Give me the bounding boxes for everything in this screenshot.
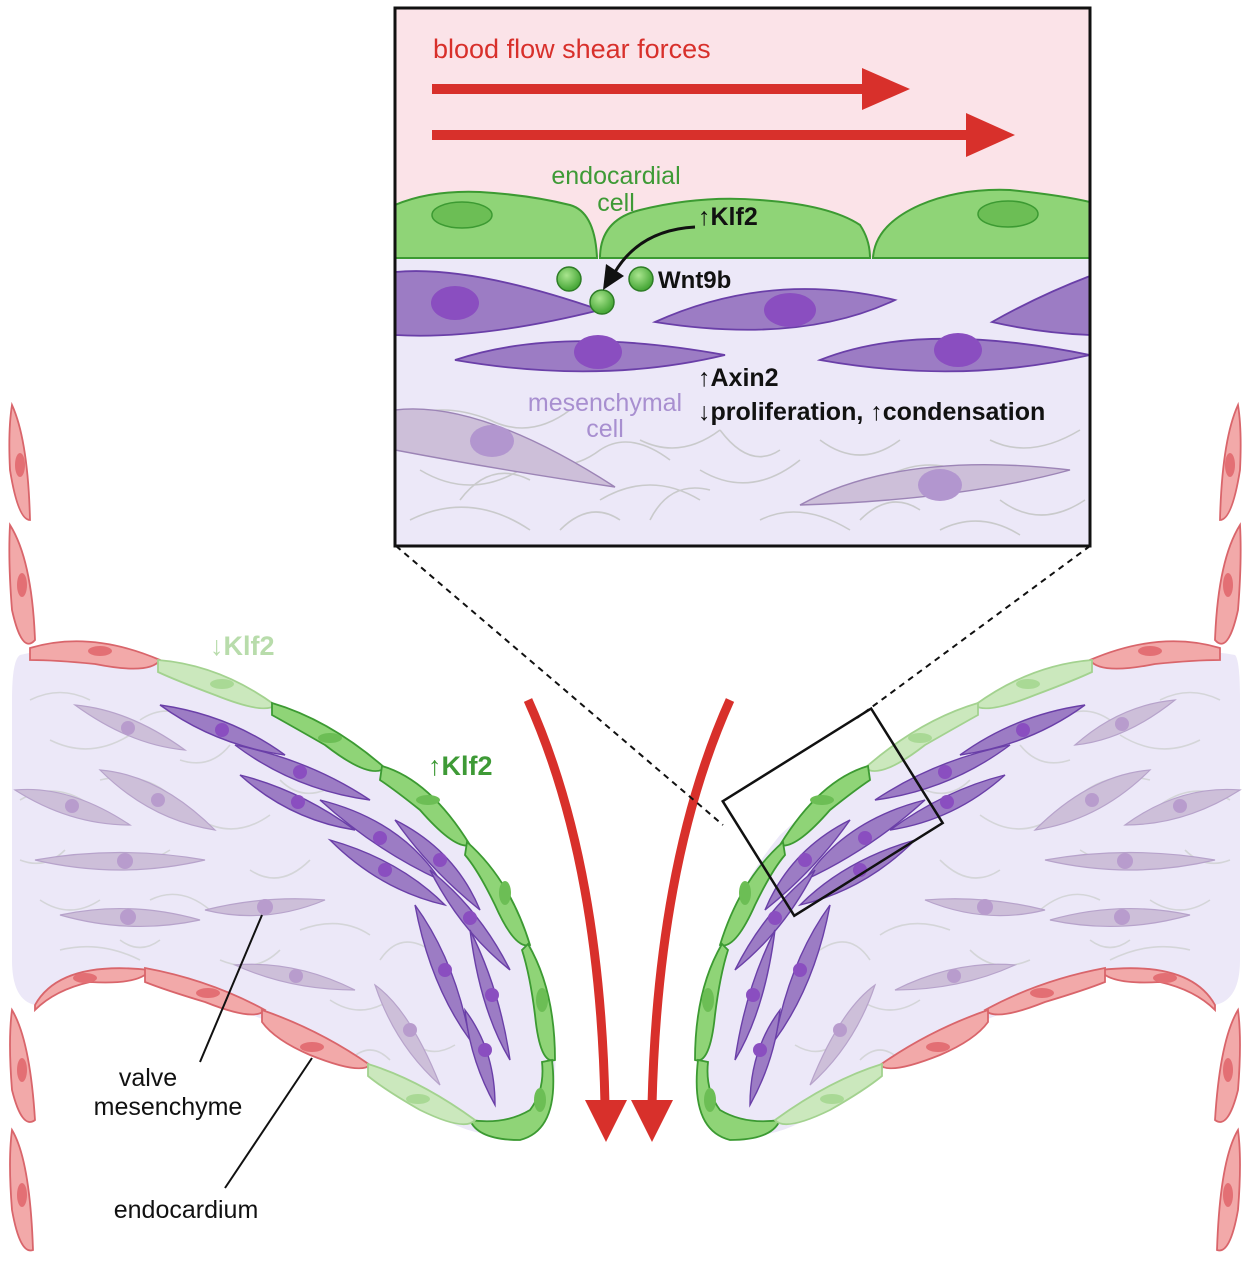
endocardium-right-bottom (773, 966, 1216, 1126)
endocardium-left-top (29, 640, 556, 1141)
valve-mesenchyme-pointer (199, 914, 263, 1063)
mesenchymal-cell-label-1: mesenchymal (528, 389, 682, 417)
klf2-down-label: ↓Klf2 (210, 631, 275, 661)
inset-panel: blood flow shear forces endocardial cell… (393, 6, 1092, 548)
secretion-arrowhead (603, 264, 624, 290)
blood-flow-arrows-valve (523, 698, 735, 1142)
endocardium-right-wall (1214, 401, 1242, 1252)
endocardium-left-bottom (34, 966, 477, 1126)
right-valve-tissue (699, 651, 1240, 1136)
proliferation-condensation-label: ↓proliferation, ↑condensation (698, 398, 1045, 426)
faded-mesenchymal-cells-right (809, 699, 1242, 1086)
axin2-label: ↑Axin2 (698, 364, 779, 392)
endocardium-label: endocardium (114, 1196, 259, 1224)
valve-mesenchyme-label-2: mesenchyme (94, 1093, 243, 1121)
condensed-mesenchymal-cells-right (734, 704, 1086, 1108)
endocardial-cell-label-2: cell (597, 189, 635, 217)
klf2-up-inset-label: ↑Klf2 (698, 203, 758, 231)
shear-force-label: blood flow shear forces (433, 34, 711, 64)
endocardium-left-wall (8, 401, 36, 1252)
zoom-indicator (395, 545, 1091, 918)
faded-mesenchymal-cells-left (13, 704, 441, 1086)
left-valve-tissue (12, 648, 556, 1136)
valve-mesenchyme-label-1: valve (119, 1064, 177, 1092)
shear-force-arrows (432, 68, 1015, 157)
wnt9b-spheres (556, 266, 654, 315)
condensed-mesenchymal-cells-left (159, 704, 511, 1108)
endocardial-cell-label-1: endocardial (551, 162, 680, 190)
secretion-arrow (613, 225, 696, 273)
endocardium-pointer (224, 1057, 313, 1189)
wnt9b-label: Wnt9b (658, 267, 731, 294)
klf2-up-label-valve: ↑Klf2 (428, 751, 493, 781)
mesenchymal-cell-label-2: cell (586, 415, 624, 443)
